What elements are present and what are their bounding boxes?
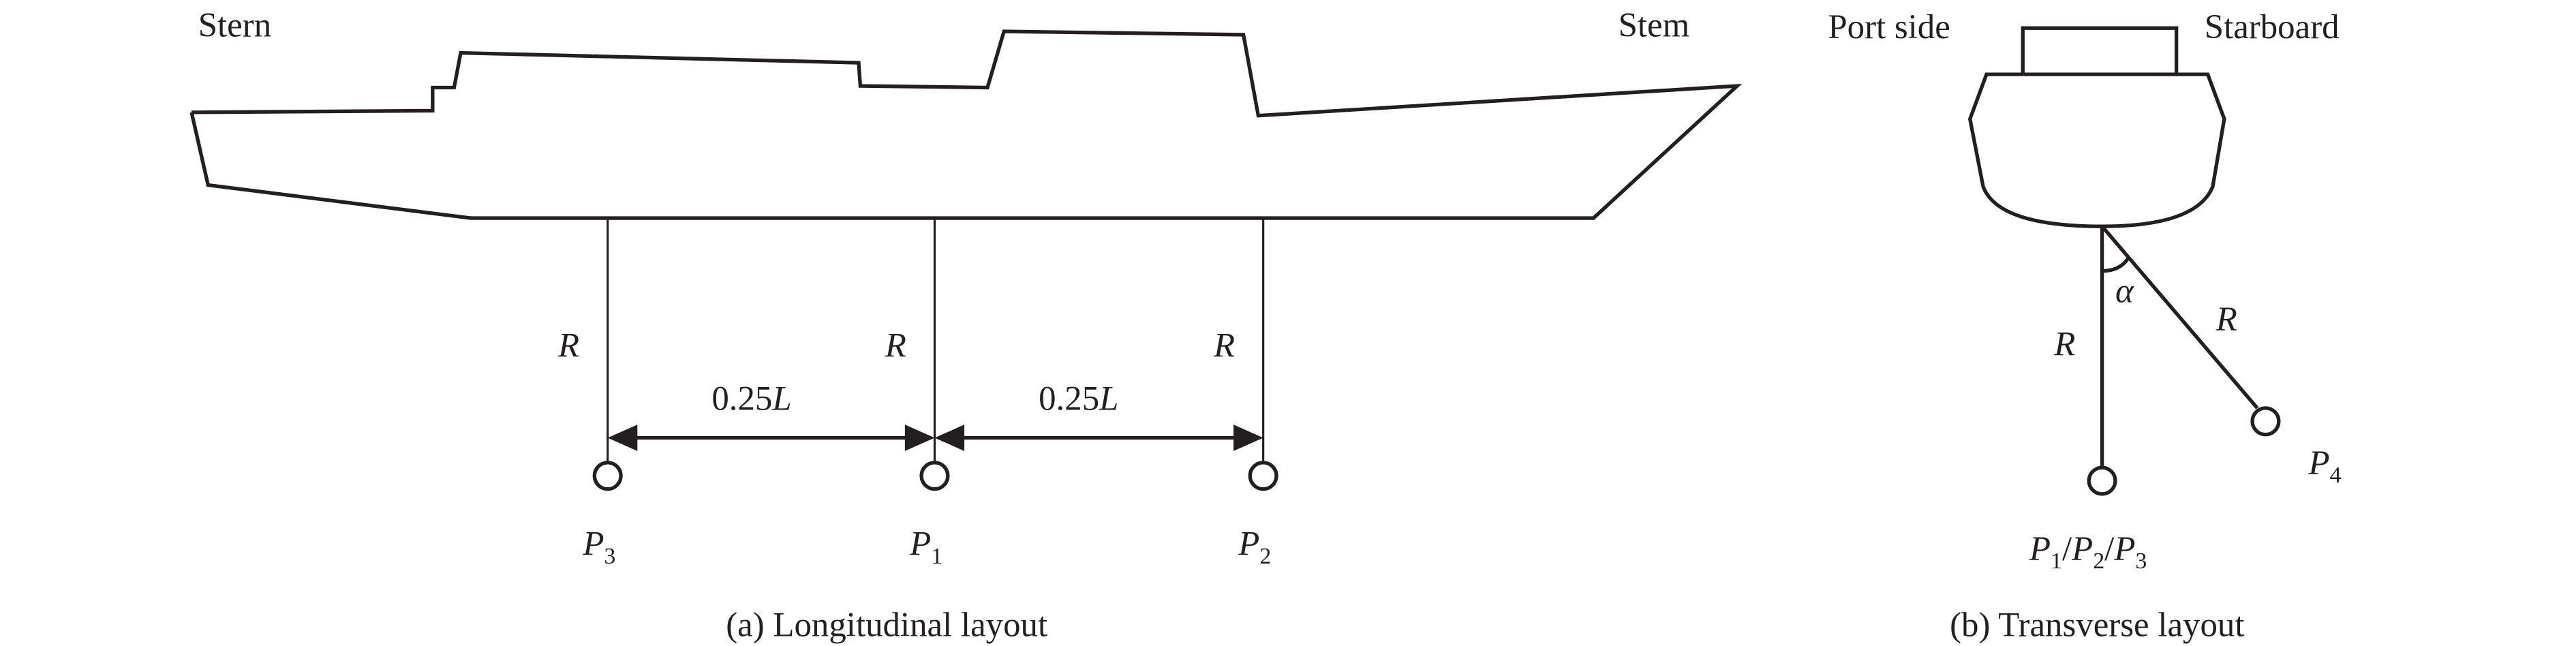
point-label-p2: P2 — [1238, 525, 1271, 569]
stem-label: Stem — [1619, 6, 1690, 44]
caption-transverse: (b) Transverse layout — [1950, 606, 2244, 644]
probe-p2 — [1248, 461, 1278, 491]
point-label-p3: P3 — [582, 525, 615, 569]
radius-label-angled: R — [2215, 301, 2237, 339]
probe-p3 — [592, 461, 623, 491]
probe-p1 — [919, 461, 950, 491]
dimension-arrows — [607, 425, 1263, 451]
deckhouse-outline — [2021, 26, 2179, 75]
starboard-label: Starboard — [2205, 8, 2340, 46]
point-label-p4: P4 — [2307, 444, 2341, 488]
angle-arc — [2102, 256, 2130, 273]
radius-label-1: R — [557, 327, 579, 365]
probe-p123 — [2087, 465, 2117, 496]
caption-longitudinal: (a) Longitudinal layout — [726, 606, 1047, 644]
point-label-p123: P1/P2/P3 — [2029, 530, 2147, 574]
longitudinal-layout: Stern Stem R R R 0.25L 0.25L P3 P1 P2 (a… — [189, 6, 1743, 644]
port-side-label: Port side — [1828, 8, 1950, 46]
spacing-label-1: 0.25L — [711, 380, 791, 418]
spacing-label-2: 0.25L — [1039, 380, 1118, 418]
cable-lines — [607, 218, 1265, 461]
stern-label: Stern — [198, 6, 271, 44]
probe-p4 — [2250, 406, 2281, 437]
radius-label-3: R — [1213, 327, 1235, 365]
transverse-layout: Port side Starboard α R R P4 P1/P2/P3 (b… — [1828, 8, 2341, 645]
angled-cable — [2100, 225, 2259, 410]
point-label-p1: P1 — [909, 525, 942, 569]
radius-label-2: R — [885, 327, 906, 365]
hull-section-outline — [1967, 72, 2226, 228]
ship-side-outline — [189, 29, 1743, 220]
radius-label-vertical: R — [2053, 325, 2075, 363]
angle-label: α — [2115, 273, 2134, 311]
